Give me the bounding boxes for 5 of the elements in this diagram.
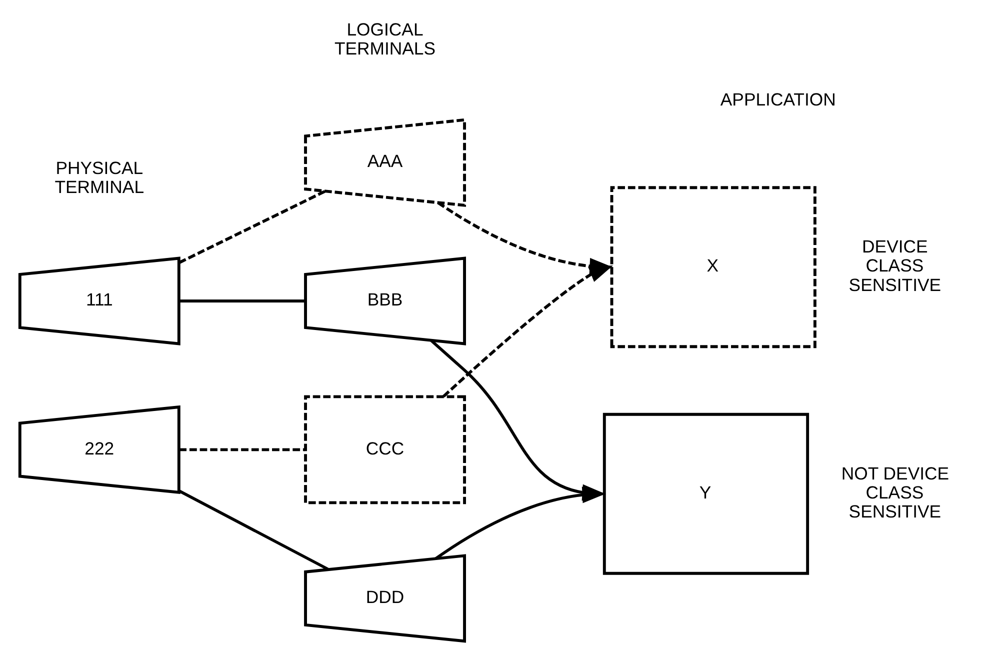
- label: PHYSICAL TERMINAL: [54, 158, 144, 197]
- label: APPLICATION: [720, 89, 836, 110]
- node-label: NOT DEVICE CLASS SENSITIVE: [840, 463, 949, 522]
- node-label: DEVICE CLASS SENSITIVE: [848, 236, 941, 295]
- label: LOGICAL TERMINALS: [334, 19, 436, 59]
